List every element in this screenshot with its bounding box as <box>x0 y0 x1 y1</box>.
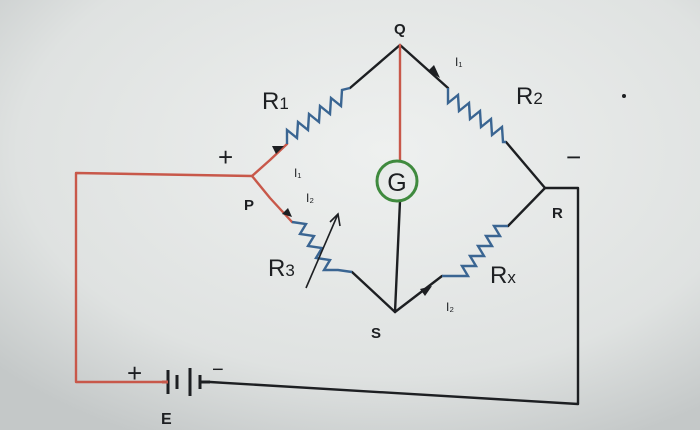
wire-p-to-r1 <box>250 142 289 178</box>
current-label-s-right: I₂ <box>446 300 454 314</box>
polarity-p-plus: + <box>218 142 233 172</box>
stray-dot <box>622 94 626 98</box>
battery-minus-sign: − <box>212 359 224 381</box>
resistor-rx-zigzag <box>442 224 508 278</box>
wire-battery-minus-to-r <box>208 186 580 406</box>
wire-r1-to-q <box>348 43 402 90</box>
resistor-r2-zigzag <box>446 88 506 144</box>
resistor-rx-label: Rx <box>490 262 516 289</box>
resistor-r2-label: R2 <box>516 83 543 110</box>
node-p-label: P <box>244 197 254 214</box>
wire-p-to-battery-plus <box>74 171 254 384</box>
wire-s-to-r3 <box>350 270 397 314</box>
current-label-q-right: I₁ <box>455 55 462 69</box>
node-q-label: Q <box>394 21 406 38</box>
polarity-r-minus: − <box>566 142 581 172</box>
resistor-r3-zigzag <box>291 220 353 274</box>
wire-q-to-r2 <box>398 43 450 90</box>
arrow-current-p-upper <box>272 146 284 154</box>
arrow-current-s-right <box>420 286 432 296</box>
current-label-p-lower: I₂ <box>306 191 314 205</box>
node-r-label: R <box>552 205 563 222</box>
battery-label: E <box>161 411 172 428</box>
resistor-r1-label: R1 <box>262 88 289 115</box>
arrow-current-q-right <box>428 65 440 78</box>
wire-r2-to-r <box>504 140 547 190</box>
node-s-label: S <box>371 325 381 342</box>
battery-plus-sign: + <box>127 358 142 388</box>
wire-rx-to-s <box>393 274 444 314</box>
resistor-r1-zigzag <box>285 86 351 144</box>
galvanometer-ring <box>375 159 419 203</box>
resistor-r3-label: R3 <box>268 255 295 282</box>
current-label-p-upper: I₁ <box>294 166 301 180</box>
variable-resistor-arrow <box>305 212 341 289</box>
wire-r-to-rx <box>506 186 547 228</box>
arrow-current-p-lower <box>282 208 292 217</box>
battery-symbol <box>162 368 210 396</box>
galvanometer-label: G <box>387 169 406 197</box>
wire-g-to-s <box>393 199 402 314</box>
